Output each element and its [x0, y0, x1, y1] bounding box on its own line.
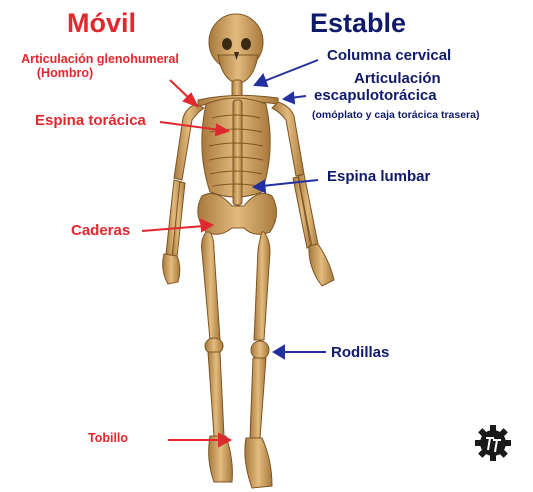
gear-logo-icon [475, 425, 511, 461]
label-hips: Caderas [71, 222, 131, 239]
label-scap-line2: escapulotorácica [314, 87, 437, 105]
label-knees: Rodillas [331, 344, 390, 361]
label-ankle: Tobillo [88, 431, 129, 445]
header-mobile: Móvil [67, 8, 137, 38]
label-cervical-spine: Columna cervical [327, 47, 452, 64]
label-thoracic-spine: Espina torácica [35, 112, 146, 129]
label-scap-line1: Articulación [354, 70, 441, 87]
label-shoulder: Articulación glenohumeral (Hombro) [12, 52, 188, 81]
label-scapulothoracic: Articulación escapulotorácica [312, 70, 492, 105]
label-lumbar-spine: Espina lumbar [327, 168, 431, 185]
label-scap-note: (omóplato y caja torácica trasera) [312, 109, 480, 121]
header-stable: Estable [310, 8, 407, 38]
label-shoulder-line1: Articulación glenohumeral [21, 52, 179, 66]
label-shoulder-line2: (Hombro) [36, 66, 94, 81]
